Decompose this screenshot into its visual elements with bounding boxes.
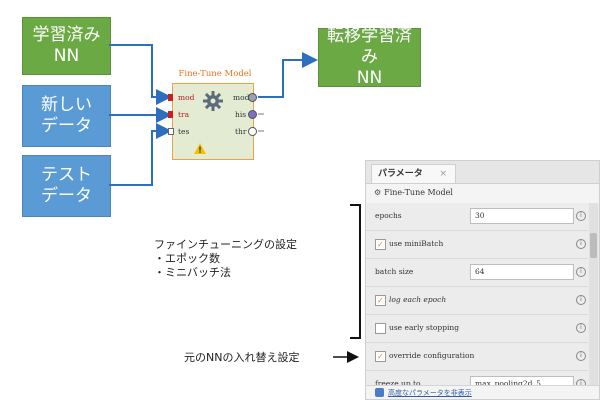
test-data-line2: データ [41, 186, 92, 206]
test-data-line1: テスト [41, 165, 92, 185]
param-value-field[interactable]: 30 [470, 208, 574, 224]
replace-settings-note: 元のNNの入れ替え設定 [184, 351, 300, 364]
finetune-note-line2: ・エポック数 [154, 252, 220, 265]
gear-small-icon: ⚙ [374, 188, 382, 197]
tab-parameters[interactable]: パラメータ × [371, 164, 456, 183]
operator-title: Fine-Tune Model [178, 69, 252, 79]
param-value-field[interactable]: 64 [470, 264, 574, 280]
scroll-thumb[interactable] [590, 233, 597, 258]
port-label-mod-out: mod [233, 93, 250, 102]
param-label: freeze up to [375, 379, 421, 388]
port-out-his[interactable] [248, 110, 257, 119]
warning-icon [194, 143, 206, 154]
param-checkbox[interactable]: ✓ [375, 239, 386, 250]
param-label: log each epoch [389, 295, 447, 304]
panel-operator-label: Fine-Tune Model [384, 188, 453, 197]
param-label: use early stopping [389, 323, 460, 332]
close-icon[interactable]: × [439, 169, 447, 179]
finetune-note-line3: ・ミニバッチ法 [154, 266, 231, 279]
port-out-mod[interactable] [248, 93, 257, 102]
gear-icon [203, 91, 223, 111]
panel-footer: 高度なパラメータを非表示 [366, 385, 599, 399]
port-in-tra[interactable] [168, 111, 173, 118]
fine-tune-operator[interactable]: mod tra tes mod his thr [168, 83, 257, 160]
port-in-tes[interactable] [168, 128, 174, 135]
port-in-mod[interactable] [168, 94, 173, 101]
param-checkbox[interactable] [375, 323, 386, 334]
arrow-testdata-to-tes [109, 123, 172, 186]
finetune-settings-note: ファインチューニングの設定 ・エポック数 ・ミニバッチ法 [154, 238, 297, 280]
param-row: ✓log each epoch i [366, 287, 588, 315]
new-data-line2: データ [41, 116, 92, 136]
panel-tabbar: パラメータ × [366, 161, 599, 184]
port-label-thr-out: thr [235, 127, 247, 136]
trained-nn-line2: NN [53, 46, 80, 66]
param-checkbox[interactable]: ✓ [375, 351, 386, 362]
tab-parameters-label: パラメータ [378, 169, 423, 179]
port-label-tes-in: tes [178, 127, 190, 136]
transfer-nn-box: 転移学習済み NN [318, 26, 421, 88]
param-row: use early stopping i [366, 315, 588, 343]
info-icon[interactable]: i [576, 323, 586, 333]
arrow-mod-to-output [258, 52, 318, 98]
param-label: epochs [375, 211, 402, 220]
info-icon[interactable]: i [576, 211, 586, 221]
param-label: override configuration [389, 351, 475, 360]
port-label-mod-in: mod [178, 93, 195, 102]
param-row: ✓override configuration i [366, 343, 588, 371]
hide-advanced-link[interactable]: 高度なパラメータを非表示 [388, 389, 472, 397]
trained-nn-line1: 学習済み [32, 25, 101, 45]
port-label-his-out: his [235, 110, 247, 119]
param-checkbox[interactable]: ✓ [375, 295, 386, 306]
port-label-tra-in: tra [178, 110, 190, 119]
new-data-line1: 新しい [41, 95, 92, 115]
info-icon[interactable]: i [576, 267, 586, 277]
transfer-nn-line1: 転移学習済み [327, 26, 412, 67]
info-icon[interactable]: i [576, 351, 586, 361]
trained-nn-box: 学習済み NN [22, 17, 111, 75]
panel-operator-name: ⚙Fine-Tune Model [374, 188, 453, 197]
panel-scrollbar[interactable] [589, 203, 598, 399]
info-icon[interactable]: i [576, 239, 586, 249]
settings-bracket [350, 204, 361, 339]
finetune-note-line1: ファインチューニングの設定 [154, 238, 297, 251]
transfer-nn-line2: NN [356, 68, 383, 88]
advanced-params-icon [375, 388, 384, 397]
param-label: batch size [375, 267, 414, 276]
info-icon[interactable]: i [576, 295, 586, 305]
test-data-box: テスト データ [22, 155, 111, 217]
param-label: use miniBatch [389, 239, 444, 248]
port-out-thr[interactable] [248, 127, 257, 136]
arrow-trained-to-mod [109, 44, 172, 105]
param-row: ✓use miniBatch i [366, 231, 588, 259]
